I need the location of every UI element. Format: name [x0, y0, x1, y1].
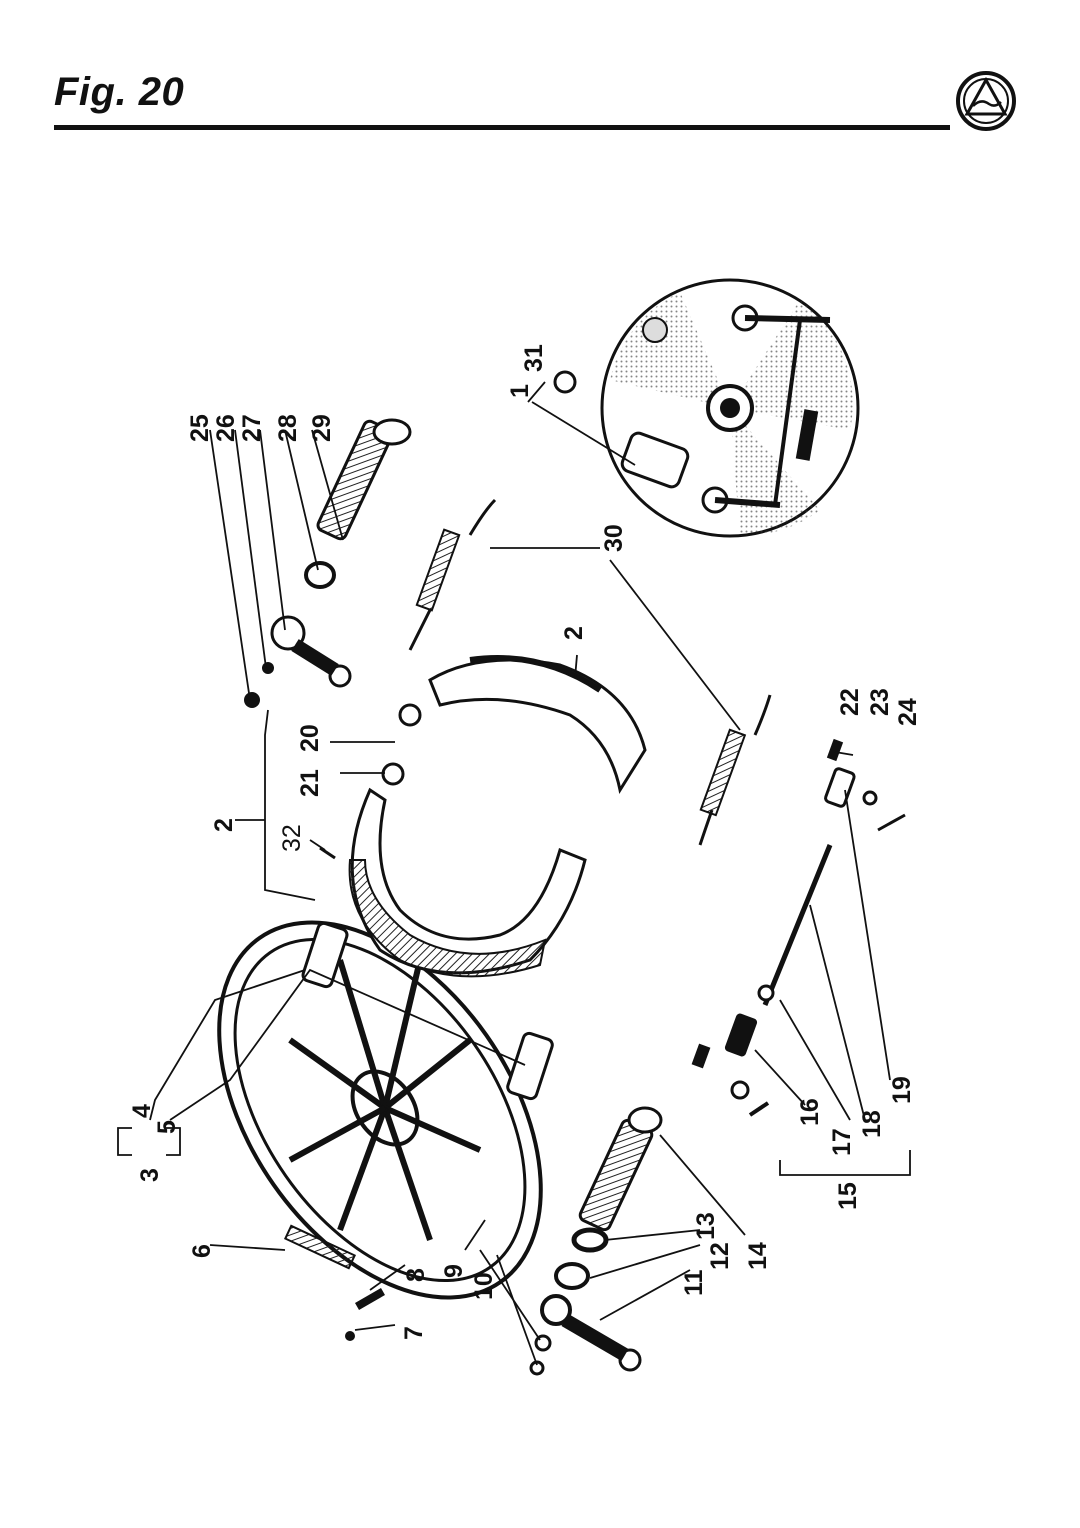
callout-16: 16 [796, 1098, 824, 1126]
washer-10 [529, 1360, 545, 1376]
bolt-6 [283, 1224, 357, 1270]
cam-head-lower [627, 1106, 663, 1134]
callout-7: 7 [400, 1326, 428, 1340]
callout-8: 8 [402, 1268, 430, 1282]
washer-16 [730, 1080, 750, 1100]
callout-32: 32 [278, 824, 306, 852]
screw-32 [319, 846, 336, 860]
brake-shoe-upper [428, 655, 647, 794]
figure-title: Fig. 20 [54, 70, 185, 114]
brake-lever-upper [270, 615, 352, 688]
callout-25: 25 [186, 414, 214, 442]
washer-23 [862, 790, 878, 806]
spacer-4-b [506, 1031, 554, 1101]
clevis-19 [824, 767, 856, 808]
wheel-hub-drum [217, 920, 543, 1300]
callout-9: 9 [440, 1264, 468, 1278]
callout-20: 20 [296, 724, 324, 752]
brand-emblem-icon [956, 71, 1016, 131]
callout-12: 12 [706, 1242, 734, 1270]
callout-27: 27 [238, 414, 266, 442]
clip-16 [748, 1101, 770, 1117]
ring-12 [554, 1262, 590, 1290]
washer-26 [262, 662, 274, 674]
nut-18 [757, 984, 775, 1002]
brake-rod-17 [762, 844, 833, 1006]
clip-7 [345, 1331, 355, 1341]
callout-3: 3 [136, 1168, 164, 1182]
callout-4: 4 [128, 1104, 156, 1118]
washer-28 [304, 561, 336, 589]
washer-21 [381, 762, 405, 786]
title-rule [54, 125, 950, 130]
callout-24: 24 [894, 698, 922, 726]
callout-22: 22 [836, 688, 864, 716]
leader-lines [117, 381, 911, 1366]
callout-6: 6 [188, 1244, 216, 1258]
callout-17: 17 [828, 1128, 856, 1156]
callout-1: 1 [506, 384, 534, 398]
pin-8 [355, 1288, 385, 1310]
return-spring-lower [698, 694, 772, 846]
brake-backplate [600, 278, 860, 538]
callout-5: 5 [153, 1120, 181, 1134]
callout-19: 19 [888, 1076, 916, 1104]
pin-20 [398, 703, 422, 727]
callout-18: 18 [858, 1110, 886, 1138]
return-spring-upper [408, 498, 497, 651]
callout-21: 21 [296, 769, 324, 797]
brake-shoe-lower [348, 787, 587, 978]
callout-13: 13 [692, 1212, 720, 1240]
callout-29: 29 [308, 414, 336, 442]
callout-labels: 1 31 30 2 25 26 27 28 29 20 21 32 2 22 2… [128, 344, 922, 1340]
clevis-16 [724, 1013, 758, 1057]
callout-2-assembly: 2 [210, 818, 238, 832]
callout-28: 28 [274, 414, 302, 442]
brake-lever-lower [540, 1294, 642, 1372]
brake-cam-spindle [316, 418, 412, 541]
callout-2-shoe: 2 [560, 626, 588, 640]
callout-15: 15 [834, 1182, 862, 1210]
pin-22 [826, 738, 844, 762]
callout-23: 23 [866, 688, 894, 716]
washer-13 [571, 1227, 609, 1253]
brake-cam-lower [578, 1118, 654, 1232]
plug-31 [553, 370, 577, 394]
callout-31: 31 [520, 344, 548, 372]
callout-30: 30 [600, 524, 628, 552]
callout-10: 10 [470, 1272, 498, 1300]
callout-26: 26 [212, 414, 240, 442]
pin-16-a [691, 1043, 711, 1069]
split-pin-24 [877, 813, 906, 832]
nut-25 [244, 692, 260, 708]
callout-14: 14 [744, 1242, 772, 1270]
callout-11: 11 [680, 1269, 708, 1296]
